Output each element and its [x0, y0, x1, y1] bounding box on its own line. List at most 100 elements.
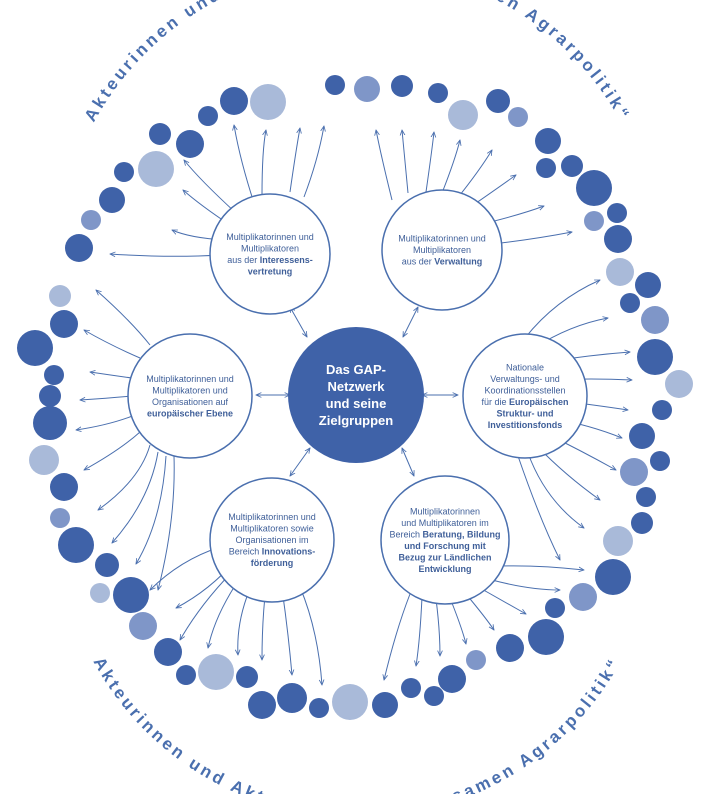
node-text-segment: Multiplikatorinnen und	[398, 234, 486, 244]
actor-bubble	[620, 293, 640, 313]
actor-bubble	[569, 583, 597, 611]
node-text-segment: Bereich	[389, 529, 422, 539]
center-link-arrow	[290, 307, 307, 337]
connector-arrow	[449, 597, 466, 644]
node-circle	[127, 333, 253, 459]
actor-bubble	[236, 666, 258, 688]
actor-bubble	[44, 365, 64, 385]
actor-bubble	[354, 76, 380, 102]
connector-arrow	[479, 587, 526, 614]
actor-bubble	[604, 225, 632, 253]
connector-arrow	[98, 444, 151, 510]
actor-bubble	[620, 458, 648, 486]
node-text-line: Bezug zur Ländlichen	[398, 552, 491, 562]
actor-bubble	[603, 526, 633, 556]
node-text-line: Multiplikatoren	[241, 243, 299, 253]
actor-bubble	[466, 650, 486, 670]
actor-bubble	[528, 619, 564, 655]
node-text-line: Multiplikatoren und	[152, 385, 228, 395]
node-text-line: Verwaltungs- und	[490, 374, 560, 384]
actor-bubble	[629, 423, 655, 449]
node-circle	[380, 475, 510, 605]
node-text-segment: Nationale	[506, 362, 544, 372]
node-text-line: Koordinationsstellen	[484, 385, 565, 395]
connector-arrow	[84, 431, 141, 470]
actor-bubble	[138, 151, 174, 187]
actor-bubble	[637, 339, 673, 375]
node-text-segment: Interessens-	[260, 255, 313, 265]
actor-bubble	[29, 445, 59, 475]
connector-arrow	[158, 455, 175, 590]
actor-bubble	[561, 155, 583, 177]
actor-bubble	[58, 527, 94, 563]
node-text-segment: Multiplikatoren sowie	[230, 524, 314, 534]
center-link-arrow	[290, 448, 310, 476]
center-line-1: Das GAP-	[326, 362, 386, 377]
connector-arrow	[76, 414, 136, 430]
connector-arrow	[303, 126, 324, 198]
actor-bubble	[584, 211, 604, 231]
node-text-line: Multiplikatorinnen und	[228, 512, 316, 522]
node-text-segment: Organisationen im	[235, 535, 308, 545]
actor-bubble	[607, 203, 627, 223]
node-circle	[209, 477, 335, 603]
node-text-segment: Multiplikatoren und	[152, 385, 228, 395]
actor-bubble	[486, 89, 510, 113]
node-text-line: Multiplikatorinnen und	[226, 232, 314, 242]
node-circle	[209, 193, 331, 315]
node-text-line: Multiplikatoren	[413, 245, 471, 255]
node-verwaltung: Multiplikatorinnen undMultiplikatorenaus…	[381, 189, 503, 311]
arc-title-top: Akteurinnen und Akteure der „Gemeinsamen…	[81, 0, 635, 125]
node-text-segment: vertretung	[248, 266, 293, 276]
node-text-line: Multiplikatorinnen und	[398, 234, 486, 244]
actor-bubble	[641, 306, 669, 334]
actor-bubble	[220, 87, 248, 115]
connector-arrow	[261, 130, 266, 197]
node-text-line: aus der Interessens-	[227, 255, 313, 265]
connector-arrow	[150, 546, 221, 590]
connector-arrows	[76, 125, 632, 685]
actor-bubble	[496, 634, 524, 662]
actor-bubble	[391, 75, 413, 97]
node-text-segment: Bezug zur Ländlichen	[398, 552, 491, 562]
node-text-segment: Organisationen auf	[152, 397, 229, 407]
actor-bubble	[17, 330, 53, 366]
actor-bubble	[535, 128, 561, 154]
node-text-segment: Multiplikatoren	[241, 243, 299, 253]
node-text-segment: Multiplikatorinnen	[410, 506, 480, 516]
node-text-segment: Verwaltungs- und	[490, 374, 560, 384]
actor-bubble	[508, 107, 528, 127]
connector-arrow	[524, 279, 600, 339]
connector-arrow	[234, 125, 255, 204]
actor-bubble	[372, 692, 398, 718]
node-text-segment: Multiplikatorinnen und	[228, 512, 316, 522]
arc-title-bottom: Akteurinnen und Akteure der „Gemeinsamen…	[90, 654, 625, 794]
node-text-line: für die Europäischen	[481, 397, 568, 407]
actor-bubble	[114, 162, 134, 182]
actor-bubble	[636, 487, 656, 507]
center-link-arrow	[403, 307, 418, 337]
actor-bubble	[50, 508, 70, 528]
node-text-line: vertretung	[248, 266, 293, 276]
node-circle	[462, 333, 588, 459]
connector-arrow	[112, 451, 159, 543]
node-text-segment: für die	[481, 397, 509, 407]
center-line-3: und seine	[326, 396, 387, 411]
actor-bubble	[576, 170, 612, 206]
actor-bubble	[332, 684, 368, 720]
connector-arrow	[299, 586, 322, 685]
connector-arrow	[180, 571, 233, 640]
connector-arrow	[499, 565, 584, 570]
connector-arrow	[184, 160, 237, 214]
target-group-nodes: Multiplikatorinnen undMultiplikatorenaus…	[127, 189, 588, 605]
actor-bubble	[250, 84, 286, 120]
node-text-line: und Forschung mit	[404, 541, 486, 551]
node-text-segment: und Multiplikatoren im	[401, 518, 489, 528]
connector-arrow	[110, 254, 221, 256]
actor-bubble	[154, 638, 182, 666]
actor-bubble	[33, 406, 67, 440]
